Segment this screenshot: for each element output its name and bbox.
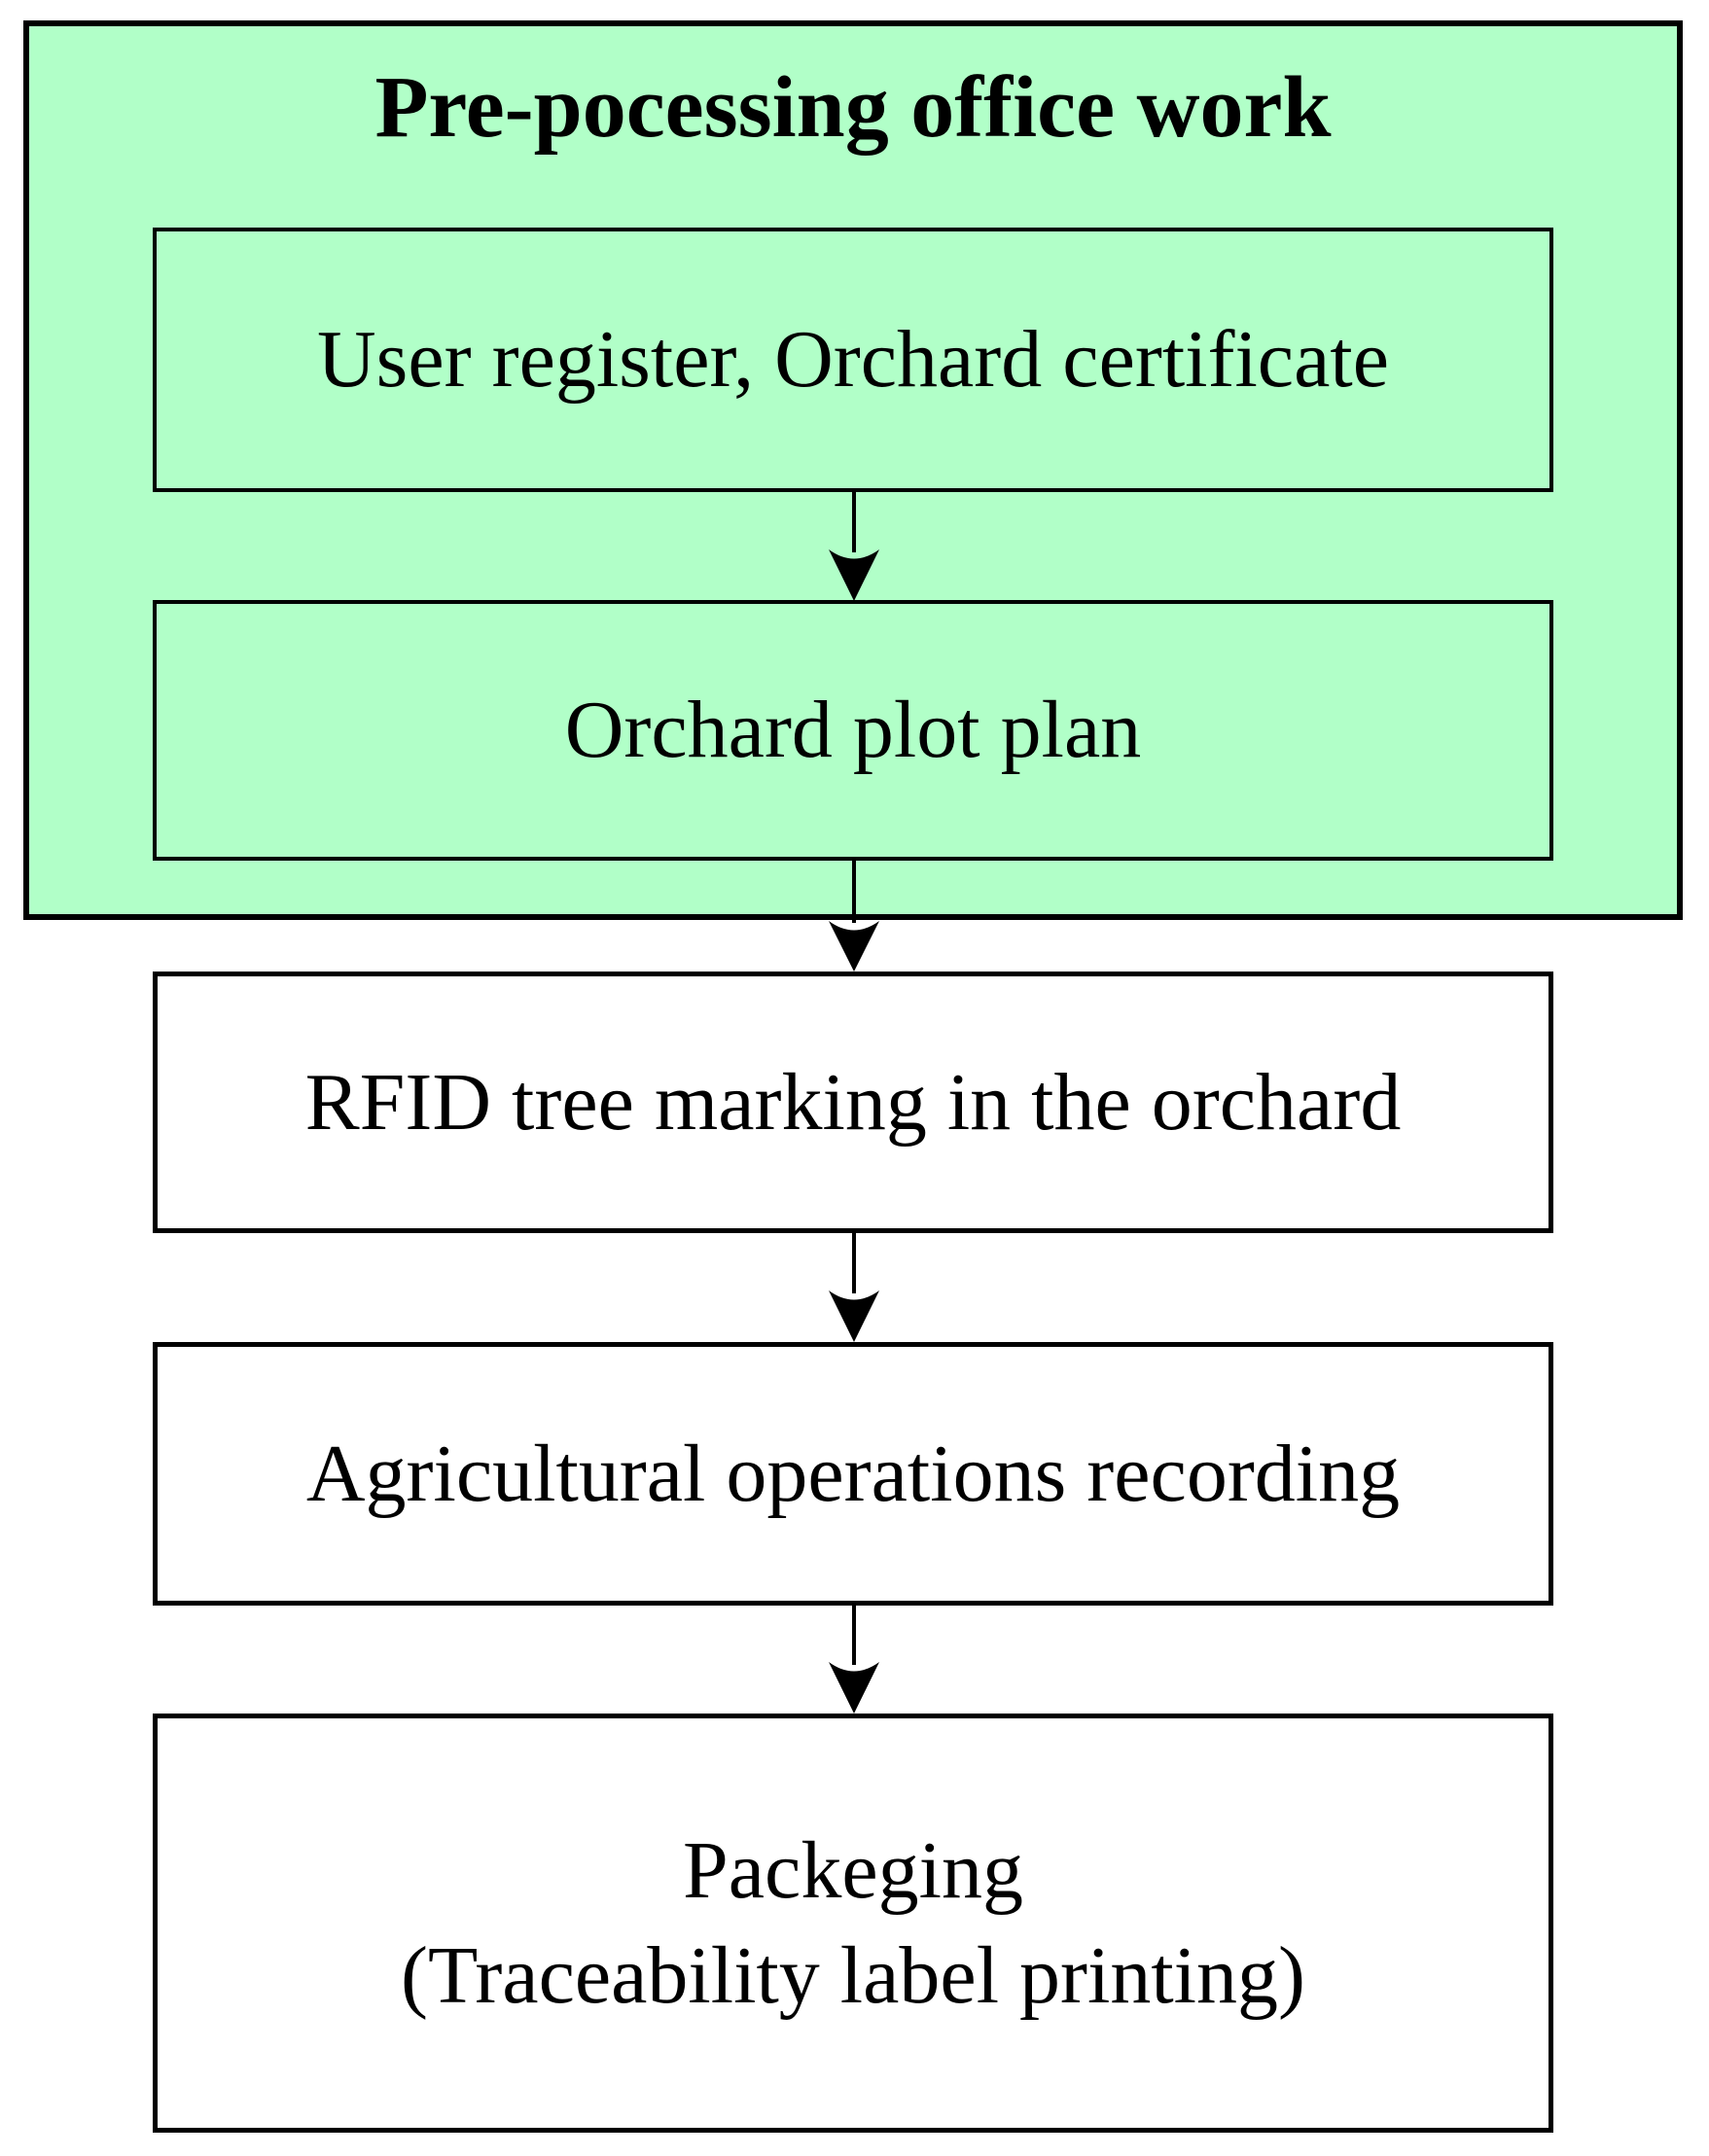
node-agricultural-operations-label: Agricultural operations recording (305, 1428, 1401, 1519)
node-user-register-label: User register, Orchard certificate (316, 314, 1389, 406)
node-rfid-tree-marking-label: RFID tree marking in the orchard (304, 1056, 1402, 1148)
down-arrow-connector-4 (829, 1606, 879, 1714)
down-arrow-connector-1 (829, 492, 879, 601)
node-packaging-label-line2: (Traceability label printing) (401, 1929, 1305, 2021)
down-arrow-connector-3 (829, 1233, 879, 1342)
node-rfid-tree-marking: RFID tree marking in the orchard (153, 972, 1553, 1233)
preprocessing-group-title: Pre-pocessing office work (374, 59, 1332, 156)
node-orchard-plot-plan: Orchard plot plan (153, 600, 1553, 861)
node-user-register: User register, Orchard certificate (153, 228, 1553, 492)
down-arrow-connector-2 (829, 861, 879, 972)
node-agricultural-operations: Agricultural operations recording (153, 1342, 1553, 1606)
node-orchard-plot-plan-label: Orchard plot plan (564, 685, 1142, 776)
node-packaging-label-line1: Packeging (683, 1824, 1023, 1916)
node-packaging: Packeging (Traceability label printing) (153, 1714, 1553, 2133)
